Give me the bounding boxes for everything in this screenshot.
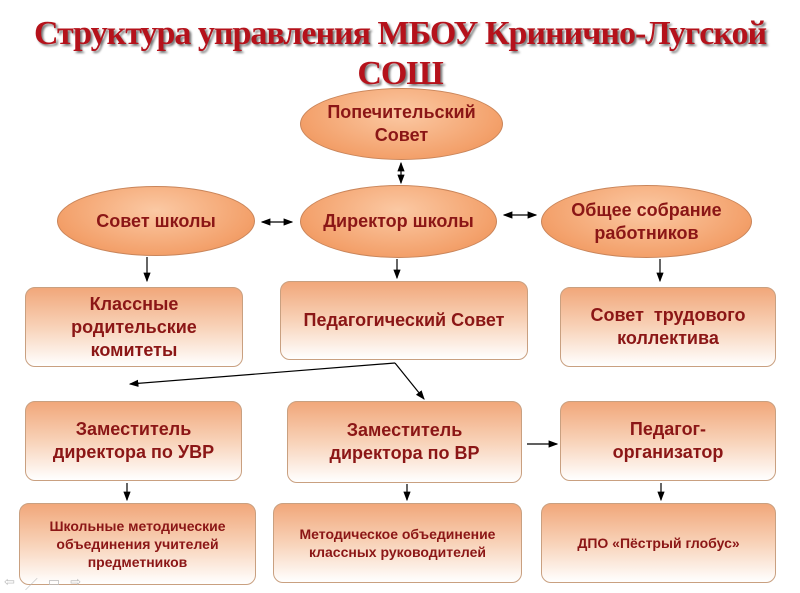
deputy-vr-node: Заместитель директора по ВР (287, 401, 522, 483)
class-parent-committees-node: Классные родительские комитеты (25, 287, 243, 367)
deputy-uvr-node: Заместитель директора по УВР (25, 401, 242, 481)
dpo-node: ДПО «Пёстрый глобус» (541, 503, 776, 583)
school-method-unions-node: Школьные методические объединения учител… (19, 503, 256, 585)
menu-icon[interactable]: ▭ (47, 574, 61, 589)
slide-nav: ⇦ ／ ▭ ⇨ (4, 574, 81, 593)
labor-council-node: Совет трудового коллектива (560, 287, 776, 367)
arrow-pedcouncil-vr (394, 362, 425, 400)
arrow-pedcouncil-uvr (128, 362, 396, 387)
forward-arrow-icon[interactable]: ⇨ (70, 574, 82, 589)
back-arrow-icon[interactable]: ⇦ (4, 574, 15, 589)
pen-icon[interactable]: ／ (24, 577, 38, 592)
trustees-council-node: Попечительский Совет (300, 88, 503, 160)
general-meeting-node: Общее собрание работников (541, 185, 752, 258)
school-council-node: Совет школы (57, 186, 255, 256)
organizer-node: Педагог-организатор (560, 401, 776, 481)
class-teachers-union-node: Методическое объединение классных руково… (273, 503, 522, 583)
director-node: Директор школы (300, 185, 497, 258)
page-title: Структура управления МБОУ Кринично-Лугск… (33, 15, 767, 92)
pedagogical-council-node: Педагогический Совет (280, 281, 528, 360)
